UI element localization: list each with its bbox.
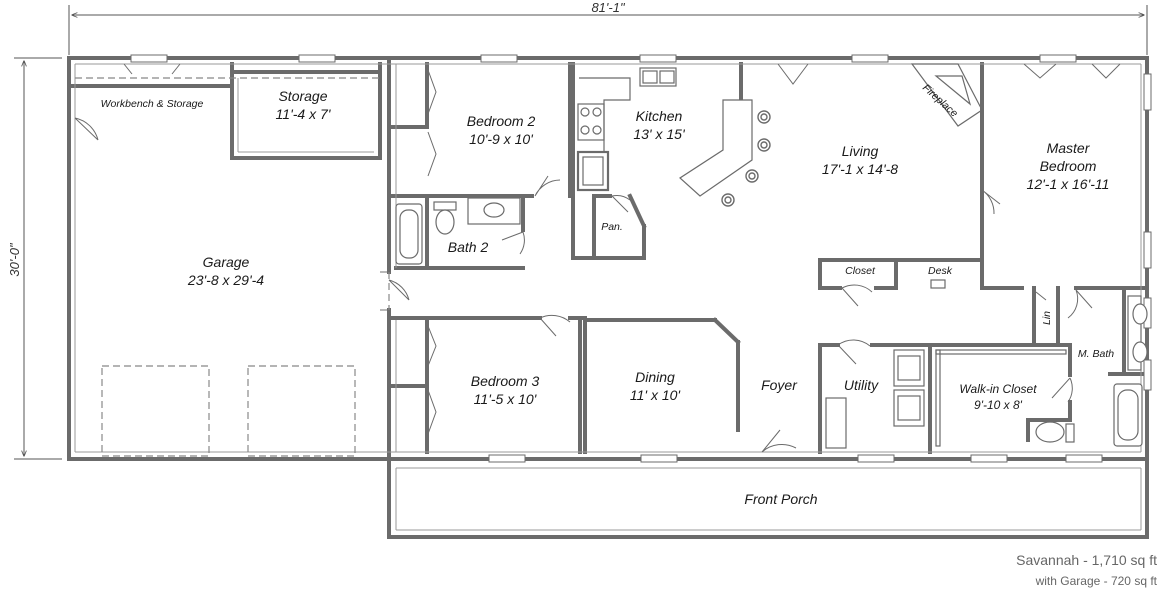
dining-label: Dining bbox=[635, 369, 675, 385]
desk-chair-icon bbox=[930, 279, 946, 289]
inner-wall-faces bbox=[74, 63, 1142, 531]
dining-dim: 11' x 10' bbox=[630, 387, 682, 403]
walkin-dim: 9'-10 x 8' bbox=[974, 398, 1023, 412]
bedroom3-dim: 11'-5 x 10' bbox=[474, 391, 538, 407]
walkin-label: Walk-in Closet bbox=[959, 382, 1037, 396]
garage-doors bbox=[75, 77, 390, 457]
fixtures bbox=[395, 63, 1148, 449]
mbath-label: M. Bath bbox=[1078, 348, 1114, 360]
depth-dimension-line bbox=[14, 57, 62, 460]
master-label-line2: Bedroom bbox=[1040, 158, 1097, 174]
garage-dim: 23'-8 x 29'-4 bbox=[187, 272, 264, 288]
vanity bbox=[1127, 295, 1142, 371]
room-labels: Workbench & Storage Storage 11'-4 x 7' G… bbox=[101, 82, 1115, 507]
door-swings bbox=[74, 63, 1121, 453]
garage-label: Garage bbox=[203, 254, 250, 270]
desk-label: Desk bbox=[928, 265, 953, 277]
storage-label: Storage bbox=[278, 88, 327, 104]
master-dim: 12'-1 x 16'-11 bbox=[1027, 176, 1110, 192]
plan-title: Savannah - 1,710 sq ft bbox=[1016, 552, 1157, 568]
kitchen-island bbox=[679, 99, 753, 197]
toilet-icon bbox=[1035, 421, 1065, 443]
storage-dim: 11'-4 x 7' bbox=[276, 106, 332, 122]
fireplace-icon bbox=[910, 63, 983, 127]
bedroom2-dim: 10'-9 x 10' bbox=[469, 131, 534, 147]
master-label-line1: Master bbox=[1047, 140, 1091, 156]
bar-stools bbox=[721, 110, 771, 207]
fireplace-label: Fireplace bbox=[920, 82, 960, 120]
walls bbox=[67, 56, 1149, 539]
overall-depth-label: 30'-0" bbox=[7, 242, 22, 277]
workbench-label: Workbench & Storage bbox=[101, 98, 204, 110]
utility-label: Utility bbox=[844, 377, 879, 393]
living-dim: 17'-1 x 14'-8 bbox=[822, 161, 898, 177]
plan-garage-area: with Garage - 720 sq ft bbox=[1035, 574, 1157, 588]
bedroom2-label: Bedroom 2 bbox=[467, 113, 536, 129]
bedroom3-label: Bedroom 3 bbox=[471, 373, 540, 389]
pantry-label: Pan. bbox=[601, 221, 623, 233]
front-porch-label: Front Porch bbox=[744, 491, 817, 507]
width-dimension-line bbox=[68, 5, 1148, 55]
kitchen-label: Kitchen bbox=[636, 108, 683, 124]
overall-width-label: 81'-1" bbox=[591, 0, 626, 15]
foyer-label: Foyer bbox=[761, 377, 798, 393]
linen-label: Lin bbox=[1041, 311, 1053, 325]
bath2-label: Bath 2 bbox=[448, 239, 489, 255]
kitchen-dim: 13' x 15' bbox=[633, 126, 686, 142]
living-label: Living bbox=[842, 143, 879, 159]
closet-label: Closet bbox=[845, 265, 876, 277]
toilet-icon bbox=[433, 201, 457, 211]
